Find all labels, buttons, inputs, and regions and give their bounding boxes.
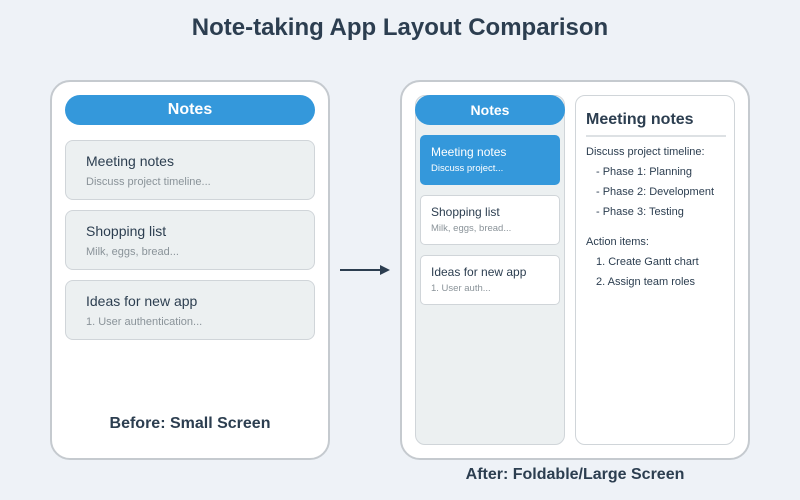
small-notes-header: Notes <box>65 95 315 125</box>
note-preview: Discuss project timeline... <box>86 176 211 188</box>
detail-line: - Phase 3: Testing <box>596 206 684 218</box>
detail-title: Meeting notes <box>586 111 694 128</box>
sidebar-note-meeting[interactable]: Meeting notes Discuss project... <box>420 135 560 185</box>
small-note-card-ideas[interactable]: Ideas for new app 1. User authentication… <box>65 280 315 340</box>
small-screen-caption: Before: Small Screen <box>109 415 271 432</box>
small-note-card-meeting[interactable]: Meeting notes Discuss project timeline..… <box>65 140 315 200</box>
detail-line: - Phase 2: Development <box>596 186 715 198</box>
arrow-right-icon <box>340 265 390 275</box>
note-title: Shopping list <box>431 205 500 219</box>
note-preview: Milk, eggs, bread... <box>86 246 179 258</box>
note-preview: Milk, eggs, bread... <box>431 223 512 234</box>
note-preview: 1. User authentication... <box>86 316 203 328</box>
note-preview: Discuss project... <box>431 163 504 174</box>
detail-line: 2. Assign team roles <box>596 276 696 288</box>
detail-line: Action items: <box>586 236 649 248</box>
sidebar-notes-header: Notes <box>415 95 565 125</box>
sidebar-note-shopping[interactable]: Shopping list Milk, eggs, bread... <box>420 195 560 245</box>
note-title: Ideas for new app <box>431 265 527 279</box>
detail-line: Discuss project timeline: <box>586 146 705 158</box>
page-title: Note-taking App Layout Comparison <box>191 14 609 41</box>
note-title: Shopping list <box>86 223 167 239</box>
note-detail-pane: Meeting notes Discuss project timeline: … <box>575 95 735 445</box>
note-title: Ideas for new app <box>86 293 198 309</box>
note-title: Meeting notes <box>86 153 174 169</box>
detail-line: - Phase 1: Planning <box>596 166 693 178</box>
small-note-card-shopping[interactable]: Shopping list Milk, eggs, bread... <box>65 210 315 270</box>
small-screen-device <box>50 80 330 460</box>
note-title: Meeting notes <box>431 145 507 159</box>
detail-divider <box>586 135 726 137</box>
large-screen-caption: After: Foldable/Large Screen <box>465 466 685 483</box>
detail-line: 1. Create Gantt chart <box>596 256 699 268</box>
sidebar-note-ideas[interactable]: Ideas for new app 1. User auth... <box>420 255 560 305</box>
note-preview: 1. User auth... <box>431 283 491 294</box>
